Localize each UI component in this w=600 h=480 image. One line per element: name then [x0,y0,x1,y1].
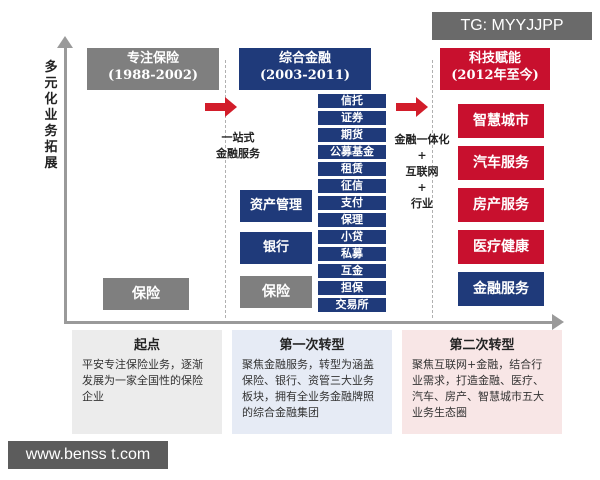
stage2-years: (2003-2011) [259,68,351,83]
list-item-internet-finance: 互金 [318,264,386,278]
arrow-2-head [416,97,428,117]
stage2-mid-line1: 一站式 [221,131,255,144]
list-item-microloan: 小贷 [318,230,386,244]
stage3-mid-plus2: + [417,181,427,194]
bottom-panel-second-transformation: 第二次转型 聚焦互联网+金融，结合行业需求，打造金融、医疗、汽车、房产、智慧城市… [402,330,562,434]
y-axis-label: 多元化业务拓展 [44,60,58,171]
stage3-header: 科技赋能 (2012年至今) [440,48,550,90]
stage2-asset-mgmt-box: 资产管理 [240,190,312,222]
x-axis-line [64,321,554,324]
arrow-1-body [205,103,225,111]
list-item-public-fund: 公募基金 [318,145,386,159]
stage3-mid-text: 金融一体化 + 互联网 + 行业 [386,132,458,212]
stage3-years: (2012年至今) [451,68,539,83]
bottom-panel-start: 起点 平安专注保险业务，逐渐发展为一家全国性的保险企业 [72,330,222,434]
bottom-panel-second-title: 第二次转型 [449,338,515,353]
stage2-bank-box: 银行 [240,232,312,264]
stage1-insurance-box: 保险 [103,278,189,310]
list-item-guarantee: 担保 [318,281,386,295]
stage3-mid-line2: 互联网 [405,165,439,178]
stage3-mid-line1: 金融一体化 [394,133,450,146]
x-axis-arrow [552,314,564,330]
stage2-mid-line2: 金融服务 [216,147,260,160]
stage3-healthcare-box: 医疗健康 [458,230,544,264]
stage1-years: (1988-2002) [107,68,199,83]
bottom-panel-start-title: 起点 [133,338,160,353]
stage3-title: 科技赋能 [468,51,521,66]
stage3-property-service-box: 房产服务 [458,188,544,222]
bottom-panel-first-body: 聚焦金融服务，转型为涵盖保险、银行、资管三大业务板块，拥有全业务金融牌照的综合金… [242,358,374,419]
bottom-panel-first-title: 第一次转型 [279,338,345,353]
list-item-leasing: 租赁 [318,162,386,176]
bottom-panel-first-transformation: 第一次转型 聚焦金融服务，转型为涵盖保险、银行、资管三大业务板块，拥有全业务金融… [232,330,392,434]
list-item-private-fund: 私募 [318,247,386,261]
stage3-mid-plus1: + [417,149,427,162]
list-item-futures: 期货 [318,128,386,142]
stage3-mid-line3: 行业 [411,197,433,210]
stage3-financial-service-box: 金融服务 [458,272,544,306]
stage2-title: 综合金融 [278,51,331,66]
stage3-smart-city-box: 智慧城市 [458,104,544,138]
stage3-auto-service-box: 汽车服务 [458,146,544,180]
stage1-header: 专注保险 (1988-2002) [87,48,219,90]
y-axis-line [64,46,67,324]
watermark-tag: TG: MYYJJPP [432,12,592,40]
list-item-trust: 信托 [318,94,386,108]
arrow-1-head [225,97,237,117]
stage2-header: 综合金融 (2003-2011) [239,48,371,90]
stage-divider-2 [432,60,433,318]
bottom-panel-second-body: 聚焦互联网+金融，结合行业需求，打造金融、医疗、汽车、房产、智慧城市五大业务生态… [412,358,544,419]
watermark-url: www.benss t.com [8,441,168,469]
stage2-insurance-box: 保险 [240,276,312,308]
list-item-payment: 支付 [318,196,386,210]
list-item-securities: 证券 [318,111,386,125]
bottom-panel-start-body: 平安专注保险业务，逐渐发展为一家全国性的保险企业 [82,358,203,403]
y-axis-arrow [57,36,73,48]
stage2-mid-text: 一站式 金融服务 [200,130,276,162]
list-item-credit: 征信 [318,179,386,193]
list-item-factoring: 保理 [318,213,386,227]
list-item-exchange: 交易所 [318,298,386,312]
stage1-title: 专注保险 [126,51,179,66]
arrow-2-body [396,103,416,111]
stage-divider-1 [225,60,226,318]
